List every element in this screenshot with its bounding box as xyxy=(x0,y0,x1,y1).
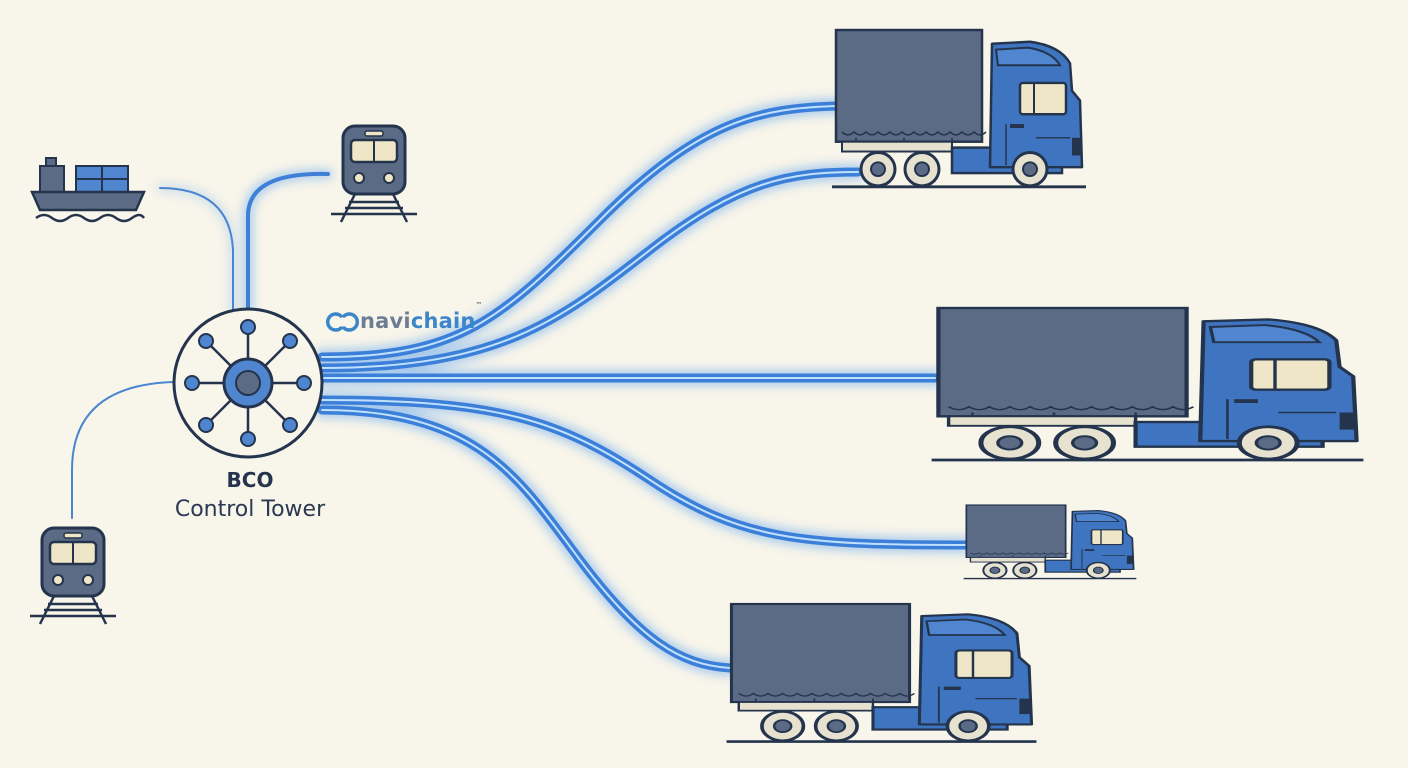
navichain-logo-icon xyxy=(325,312,360,332)
train-icon xyxy=(329,124,419,224)
container-ship-icon xyxy=(30,157,146,223)
brand-name-part1: navi xyxy=(360,309,411,333)
train-icon xyxy=(28,526,118,626)
feeder-lines xyxy=(71,168,333,519)
route-truck-1b xyxy=(317,167,863,373)
route-truck-4 xyxy=(317,405,735,673)
hub-title: BCO xyxy=(226,468,274,492)
routes xyxy=(317,101,970,673)
brand-logo: navichain™ xyxy=(328,301,483,336)
brand-trademark: ™ xyxy=(475,301,483,309)
brand-name-part2: chain xyxy=(410,309,476,333)
truck-icon xyxy=(932,308,1364,460)
hub-subtitle: Control Tower xyxy=(174,497,326,522)
truck-icon xyxy=(830,28,1088,189)
hub-network-icon xyxy=(172,307,324,459)
routes-glow xyxy=(314,98,973,676)
truck-icon xyxy=(724,602,1039,744)
truck-icon xyxy=(962,503,1138,580)
